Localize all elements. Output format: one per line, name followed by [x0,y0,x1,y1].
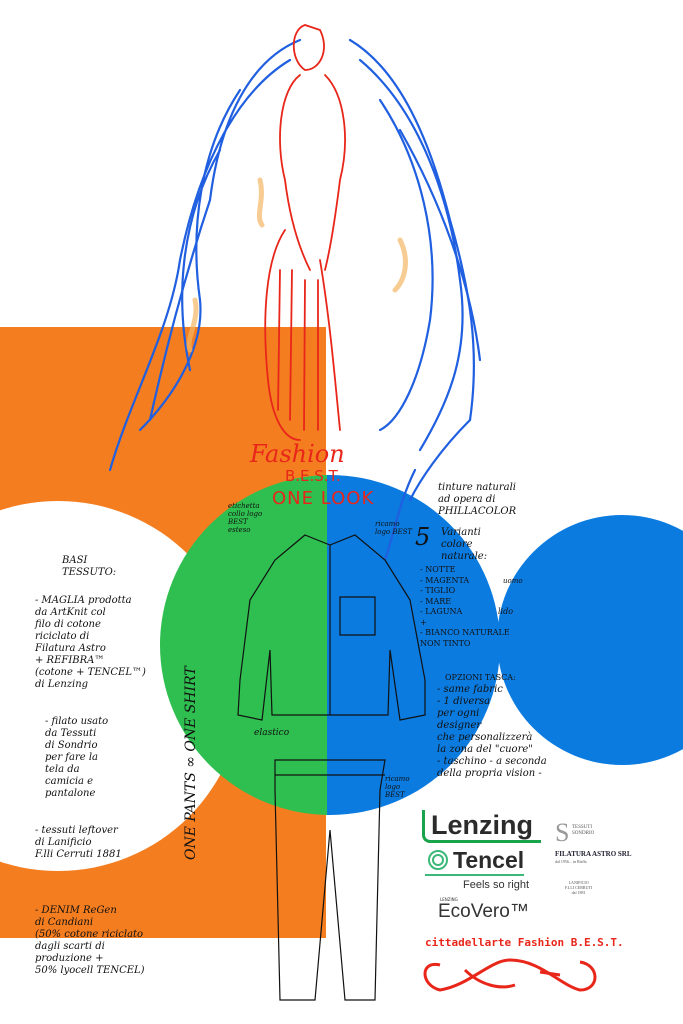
pocket-heading: OPZIONI TASCA: [445,673,516,682]
label-pants-ricamo: ricamo logo BEST [385,775,410,799]
colors-list: - NOTTE - MAGENTA - TIGLIO - MARE - LAGU… [420,565,510,648]
tencel-spiral-icon [428,850,448,870]
green-half-circle [160,475,327,815]
tencel-tagline: Feels so right [463,879,530,891]
label-etichetta: etichetta collo logo BEST esteso [228,502,263,534]
left-note-3: - tessuti leftover di Lanificio F.lli Ce… [35,825,122,860]
right-notes-intro: tinture naturali ad opera di PHILLACOLOR [438,482,517,517]
filatura-astro-logo: FILATURA ASTRO SRL [555,850,632,858]
vertical-label: ONE PANTS ∞ ONE SHIRT [183,666,199,860]
shirt-pants-sketch [237,534,426,1001]
label-elastico: elastico [254,728,290,738]
title-fashion: Fashion [250,440,345,468]
title-best: B.E.S.T. [285,467,341,485]
right-blue-circle [497,515,683,765]
ecovero-logo: EcoVero™ [438,901,529,922]
left-note-4: - DENIM ReGen di Candiani (50% cotone ri… [35,905,145,976]
cerruti-logo: LANIFICIO F.LLI CERRUTI dal 1881 [565,880,593,895]
left-note-1: - MAGLIA prodotta da ArtKnit col filo di… [35,595,146,690]
left-note-2: - filato usato da Tessuti di Sondrio per… [45,716,109,799]
filatura-astro-sub: dal 1956... in Biella [555,859,587,864]
title-one-look: ONE LOOK [272,488,375,509]
footer-brand: cittadellarte Fashion B.E.S.T. [425,936,624,949]
variants-heading: Varianti colore naturale: [441,527,488,562]
ecovero-brand: LENZING [440,897,458,902]
figure-sketch [108,24,482,562]
group-uomo: uomo [503,577,523,585]
tessuti-sondrio-mark: S [555,818,570,847]
pocket-text: - same fabric - 1 diversa per ogni desig… [437,684,547,779]
tessuti-sondrio-logo: TESSUTI SONDRIO [572,825,595,836]
blue-half-circle [327,475,500,815]
group-lido: lido [498,607,514,616]
label-ricamo: ricamo logo BEST [375,520,413,536]
tencel-logo: Tencel [425,846,525,876]
lenzing-logo: Lenzing [422,810,541,843]
infinity-arrows-icon [423,958,597,992]
variants-number: 5 [415,523,431,551]
left-notes-heading: BASI TESSUTO: [62,555,117,578]
